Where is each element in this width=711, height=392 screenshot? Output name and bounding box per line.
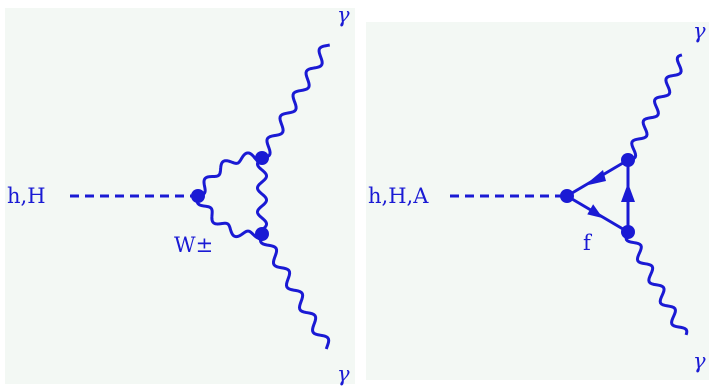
right-photon-top	[627, 53, 683, 162]
left-photon-bottom	[258, 233, 331, 350]
right-fermion-arrow-side	[621, 183, 635, 202]
left-feynman-diagram: h,H W± γ γ	[7, 3, 350, 386]
right-feynman-diagram: h,H,A f γ γ	[368, 19, 706, 373]
right-loop-label: f	[583, 231, 593, 255]
right-vertex-bottom	[621, 225, 635, 239]
right-vertex-scalar	[560, 189, 574, 203]
left-w-loop-top	[197, 151, 262, 198]
left-photon-top	[261, 43, 331, 160]
left-scalar-label: h,H	[7, 184, 46, 208]
right-fermion-arrow-upper	[584, 170, 606, 186]
right-photon-top-label: γ	[693, 19, 706, 43]
right-photon-bottom-label: γ	[693, 349, 706, 373]
right-photon-bottom	[624, 231, 689, 336]
left-photon-top-label: γ	[337, 3, 350, 27]
right-fermion-arrow-lower	[587, 204, 603, 219]
right-diagram-panel	[366, 22, 709, 380]
left-vertex-scalar	[191, 189, 205, 203]
left-w-loop-side	[255, 156, 269, 235]
left-vertex-top	[255, 151, 269, 165]
left-photon-bottom-label: γ	[337, 362, 350, 386]
left-w-loop-bottom	[195, 195, 264, 240]
left-loop-label: W±	[174, 233, 213, 257]
right-vertex-top	[621, 153, 635, 167]
right-scalar-label: h,H,A	[368, 184, 429, 208]
left-vertex-bottom	[255, 227, 269, 241]
